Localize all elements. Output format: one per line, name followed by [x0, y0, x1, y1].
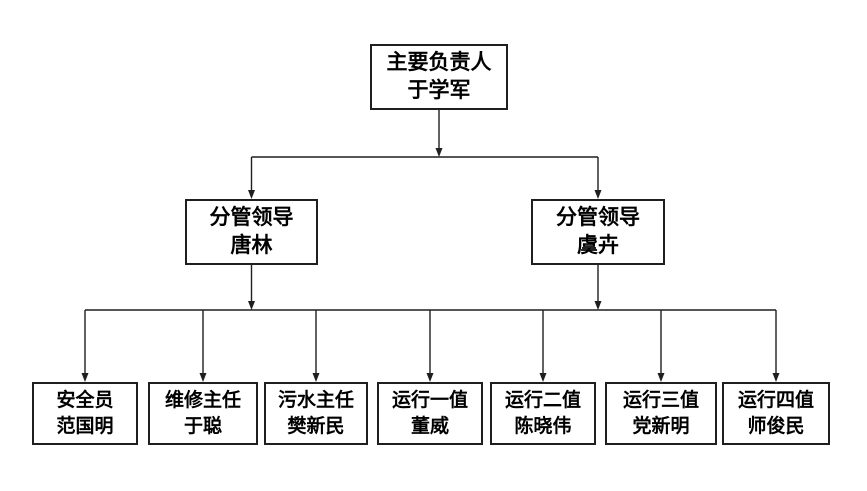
org-node-staff-4: 运行一值 董威 [377, 382, 483, 445]
node-role-label: 运行四值 [737, 390, 814, 412]
node-role-label: 运行二值 [504, 390, 581, 412]
arrowhead-icon [81, 373, 89, 382]
arrowhead-icon [772, 373, 780, 382]
node-person-label: 范国明 [56, 415, 114, 437]
node-role-label: 维修主任 [164, 390, 241, 412]
node-person-label: 师俊民 [747, 415, 805, 437]
org-node-root: 主要负责人 于学军 [370, 44, 508, 110]
org-node-leader-right: 分管领导 虞卉 [531, 199, 665, 265]
node-role-label: 主要负责人 [386, 51, 492, 75]
node-role-label: 运行一值 [391, 390, 468, 412]
node-person-label: 于聪 [183, 415, 222, 437]
node-person-label: 于学军 [407, 79, 471, 102]
org-node-staff-1: 安全员 范国明 [32, 382, 138, 445]
org-node-staff-5: 运行二值 陈晓伟 [490, 382, 596, 445]
node-person-label: 唐林 [230, 234, 273, 257]
org-node-leader-left: 分管领导 唐林 [185, 199, 318, 265]
node-person-label: 陈晓伟 [514, 415, 572, 437]
arrowhead-icon [594, 190, 602, 199]
connector-group [84, 110, 777, 379]
node-person-label: 董威 [410, 415, 449, 437]
node-role-label: 运行三值 [622, 390, 699, 412]
node-role-label: 分管领导 [209, 206, 294, 230]
node-person-label: 党新明 [632, 415, 690, 437]
arrowhead-icon [435, 148, 443, 157]
node-person-label: 樊新民 [287, 415, 345, 437]
org-node-staff-7: 运行四值 师俊民 [722, 382, 830, 445]
arrowhead-icon [248, 190, 255, 199]
arrowhead-icon [248, 301, 255, 310]
arrowhead-icon [312, 373, 320, 382]
arrowhead-icon [539, 373, 547, 382]
arrowheads [81, 148, 780, 382]
org-node-staff-2: 维修主任 于聪 [148, 382, 258, 445]
node-role-label: 污水主任 [277, 390, 354, 412]
arrowhead-icon [426, 373, 434, 382]
org-node-staff-3: 污水主任 樊新民 [264, 382, 368, 445]
arrowhead-icon [594, 301, 602, 310]
node-person-label: 虞卉 [577, 234, 619, 257]
node-role-label: 分管领导 [556, 206, 640, 230]
org-node-staff-6: 运行三值 党新明 [605, 382, 717, 445]
arrowhead-icon [199, 373, 207, 382]
arrowhead-icon [657, 373, 665, 382]
node-role-label: 安全员 [56, 390, 114, 412]
